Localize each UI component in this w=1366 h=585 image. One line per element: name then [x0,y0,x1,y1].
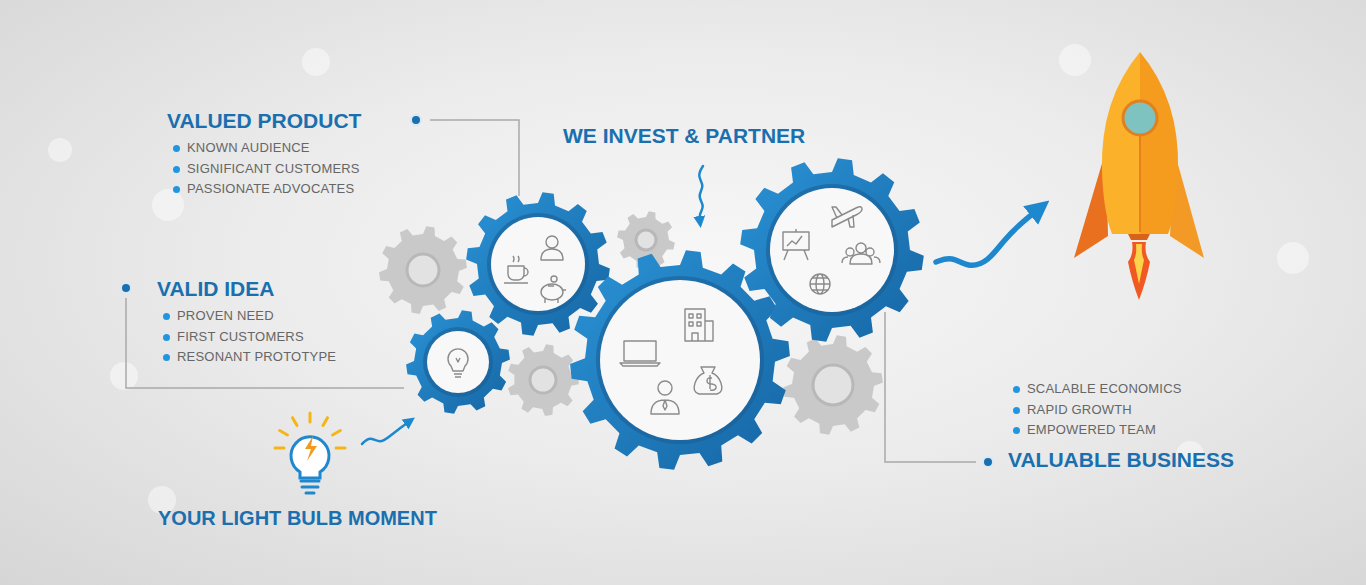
gear-body [740,158,924,342]
rocket-flame [1134,244,1144,284]
bulb-ray [309,413,312,422]
bubble [302,48,330,76]
leader-dot [411,115,421,125]
line-icon [832,207,862,227]
gear-ring [596,276,764,444]
heading-label: WE INVEST & PARTNER [563,123,805,148]
line-icon [541,236,563,260]
bubble [152,189,184,221]
line-icon [448,349,468,377]
gear-body [783,335,883,435]
squiggle-arrow [936,208,1040,265]
gear-ring [423,327,493,397]
blue-gear [466,192,610,336]
line-icon [685,309,713,341]
bulb-ray [336,447,345,450]
gear-body [466,192,610,336]
line-icon [541,276,566,303]
bullet-item: PROVEN NEED [177,308,274,324]
leader-dot [983,457,993,467]
bullet-item: KNOWN AUDIENCE [187,140,310,156]
gear-body [379,226,467,314]
gear-hole [407,254,439,286]
line-icon [810,274,830,294]
bubble [110,362,138,390]
blue-gear [406,310,510,414]
heading-label: VALID IDEA [157,276,274,301]
rocket-body [1140,52,1178,234]
leader-dot [121,283,131,293]
squiggle-arrow [699,166,703,222]
leader-lines [121,115,993,467]
bulb-ray [275,447,284,450]
leader-line [126,298,404,388]
gear-body [406,310,510,414]
bullet-item: SCALABLE ECONOMICS [1027,381,1182,397]
bullet-item: PASSIONATE ADVOCATES [187,181,354,197]
grey-gear [379,226,467,314]
gear-face [427,331,489,393]
grey-gear [783,335,883,435]
line-icon [783,229,809,260]
gear-face [600,280,760,440]
gear-cluster [379,158,924,470]
bulb-ray [323,418,328,426]
leader-line [885,312,976,462]
line-icon [842,243,880,264]
line-icon [694,367,722,394]
rocket-seam [1139,136,1141,232]
line-icon [620,341,660,366]
bulb-ray [280,431,288,436]
bulb-ray [293,418,298,426]
bullet-item: EMPOWERED TEAM [1027,422,1156,438]
line-icon [504,256,528,283]
gear-hole [813,365,853,405]
squiggle-arrows [362,166,1040,444]
line-icon [651,381,679,414]
gear-face [491,217,585,311]
gear-face [770,188,894,312]
gear-ring [487,213,589,315]
bullet-item: FIRST CUSTOMERS [177,329,304,345]
light-bulb-icon [275,413,345,493]
gear-hole [530,367,556,393]
rocket-flame [1128,242,1150,300]
bubble [1277,242,1309,274]
gear-icons [448,207,880,414]
grey-gear [508,344,579,416]
rocket-body [1102,52,1140,234]
bullet-item: RESONANT PROTOTYPE [177,349,336,365]
heading-label: VALUED PRODUCT [167,108,361,133]
rocket-window [1123,101,1157,135]
squiggle-arrow [362,421,410,444]
bulb-ray [333,431,341,436]
bullet-item: SIGNIFICANT CUSTOMERS [187,161,360,177]
gear-hole [636,230,656,250]
rocket-nozzle [1128,234,1150,240]
bulb-bolt [305,436,317,461]
blue-gear [740,158,924,342]
heading-label: YOUR LIGHT BULB MOMENT [158,506,437,530]
leader-line [430,120,519,196]
bulb-base [301,481,319,493]
heading-label: VALUABLE BUSINESS [1008,447,1234,472]
bullet-item: RAPID GROWTH [1027,402,1132,418]
background-bubbles [48,44,1309,514]
rocket [1074,52,1204,300]
bubble [1059,44,1091,76]
bulb-glass [291,437,329,478]
gear-ring [766,184,898,316]
bubble [48,138,72,162]
gear-body [508,344,579,416]
